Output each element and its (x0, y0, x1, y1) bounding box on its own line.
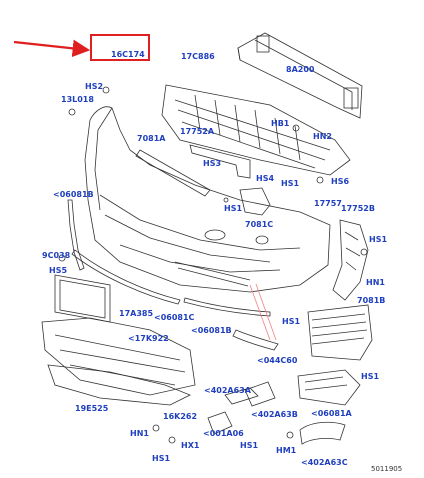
label-hb1: HB1 (271, 119, 290, 128)
label-hs3: HS3 (203, 159, 222, 168)
label-402a63b: <402A63B (251, 410, 298, 419)
label-17a385: 17A385 (119, 309, 154, 318)
label-19e525: 19E525 (75, 404, 109, 413)
bracket-7081a (135, 149, 211, 197)
label-hs1-d: HS1 (282, 317, 301, 326)
label-06081a: <06081A (311, 409, 352, 418)
label-17752b: 17752B (341, 204, 375, 213)
label-hs4: HS4 (256, 174, 275, 183)
label-17c886: 17C886 (181, 52, 215, 61)
part-001a06 (207, 411, 233, 435)
trim-strip-06081b (67, 199, 85, 271)
label-402a63c: <402A63C (301, 458, 348, 467)
bumper-cover (84, 106, 331, 293)
label-hm1: HM1 (276, 446, 297, 455)
label-hx1: HX1 (181, 441, 200, 450)
part-402a63c (299, 421, 346, 445)
label-hs1-g: HS1 (152, 454, 171, 463)
label-hs2: HS2 (85, 82, 104, 91)
label-13l018: 13L018 (61, 95, 94, 104)
trim-strip-06081c (71, 249, 181, 305)
label-hs1-e: HS1 (361, 372, 380, 381)
part-402a63a (224, 387, 259, 405)
label-7081c: 7081C (245, 220, 274, 229)
label-hs1-b: HS1 (224, 204, 243, 213)
skid-plate (47, 364, 191, 406)
label-hn1-a: HN1 (366, 278, 385, 287)
label-06081b: <06081B (53, 190, 94, 199)
upper-shield (161, 84, 351, 176)
label-16c174: 16C174 (111, 50, 145, 59)
fog-bezel-06081a (297, 369, 361, 406)
bracket-17752a (189, 144, 251, 179)
trim-strip-06081b-lower (183, 297, 271, 317)
label-7081a: 7081A (137, 134, 166, 143)
bracket-7081c (239, 187, 271, 216)
trim-044c60 (232, 329, 279, 351)
label-hn2: HN2 (313, 132, 332, 141)
side-bracket-17752b (332, 219, 369, 301)
callout-arrow (13, 39, 91, 58)
undertray (41, 317, 196, 396)
label-hs5: HS5 (49, 266, 68, 275)
license-plate-bracket (54, 274, 111, 323)
label-402a63a: <402A63A (204, 386, 251, 395)
label-044c60: <044C60 (257, 356, 298, 365)
label-8a200: 8A200 (286, 65, 315, 74)
label-hs6: HS6 (331, 177, 350, 186)
reinforcement-beam (237, 32, 363, 119)
label-hs1-f: HS1 (240, 441, 259, 450)
label-9c038: 9C038 (42, 251, 71, 260)
label-hn1-b: HN1 (130, 429, 149, 438)
grille-7081b (307, 304, 373, 361)
label-001a06: <001A06 (203, 429, 244, 438)
label-hs1-c: HS1 (369, 235, 388, 244)
label-16k262: 16K262 (163, 412, 198, 421)
label-06081b-lower: <06081B (191, 326, 232, 335)
part-402a63b (244, 381, 276, 407)
label-7081b: 7081B (357, 296, 386, 305)
label-17752a: 17752A (180, 127, 215, 136)
reference-code: 5011905 (371, 465, 403, 473)
highlight-box (90, 34, 150, 61)
label-17757: 17757 (314, 199, 342, 208)
label-17k922: <17K922 (128, 334, 169, 343)
label-hs1-a: HS1 (281, 179, 300, 188)
label-06081c: <06081C (154, 313, 195, 322)
